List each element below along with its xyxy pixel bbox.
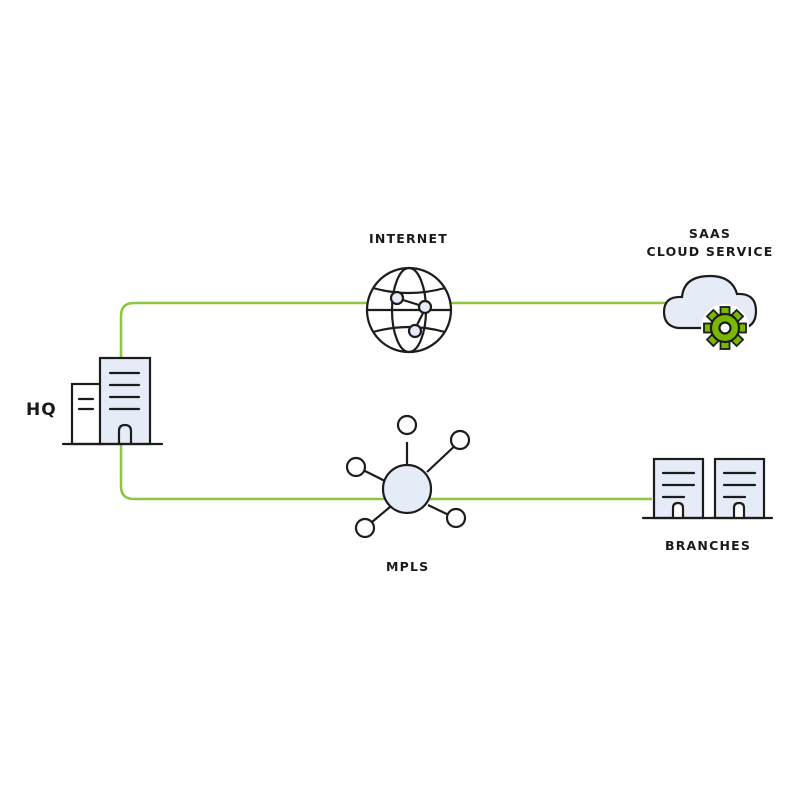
branches-label: BRANCHES	[665, 538, 752, 553]
gear-icon	[701, 304, 749, 352]
hq-internet-saas-link	[119, 301, 668, 358]
mpls-label: MPLS	[386, 559, 430, 574]
connection-lines	[119, 301, 668, 501]
branch-buildings-icon	[641, 457, 774, 520]
hub-network-icon	[345, 414, 471, 539]
saas-cloud-service-label: SAAS CLOUD SERVICE	[640, 225, 780, 261]
hq-mpls-branches-link	[119, 445, 652, 501]
internet-label: INTERNET	[369, 231, 448, 246]
cloud-gear-icon	[662, 274, 758, 352]
globe-network-icon	[365, 266, 453, 354]
hq-label: HQ	[26, 400, 57, 420]
saas-label-line2: CLOUD SERVICE	[646, 244, 774, 259]
hq-buildings-icon	[61, 356, 164, 446]
saas-label-line1: SAAS	[688, 226, 732, 241]
